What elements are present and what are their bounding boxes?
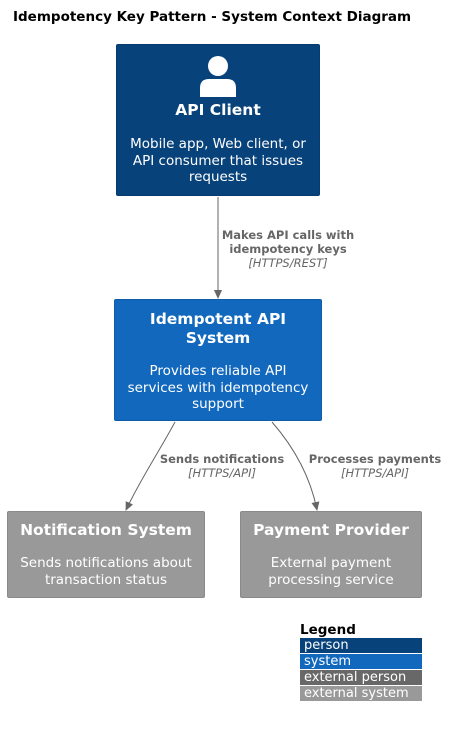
api-client-node[interactable]: API Client Mobile app, Web client, or AP… bbox=[116, 44, 320, 196]
edge-label-api-to-notification: Sends notifications [HTTPS/API] bbox=[159, 452, 285, 480]
legend-title: Legend bbox=[300, 622, 356, 638]
edge-label-api-to-payment: Processes payments [HTTPS/API] bbox=[308, 452, 442, 480]
edge-label-client-to-api: Makes API calls with idempotency keys [H… bbox=[221, 228, 355, 270]
api-system-desc: Provides reliable API services with idem… bbox=[127, 363, 309, 412]
notification-system-desc: Sends notifications about transaction st… bbox=[20, 555, 192, 588]
edge-api-to-notification bbox=[125, 421, 176, 511]
payment-provider-node[interactable]: Payment Provider External payment proces… bbox=[240, 511, 422, 598]
api-system-node[interactable]: Idempotent API System Provides reliable … bbox=[114, 299, 322, 421]
legend: Legend person system external person ext… bbox=[300, 622, 422, 702]
api-client-desc: Mobile app, Web client, or API consumer … bbox=[130, 136, 306, 185]
person-icon bbox=[200, 56, 236, 97]
payment-provider-name: Payment Provider bbox=[253, 521, 409, 539]
notification-system-name: Notification System bbox=[20, 521, 192, 539]
payment-provider-desc: External payment processing service bbox=[268, 555, 394, 588]
api-system-name: Idempotent API System bbox=[149, 310, 287, 347]
legend-item-person: person bbox=[300, 638, 422, 653]
edge-api-to-payment bbox=[271, 421, 320, 511]
api-client-name: API Client bbox=[175, 101, 261, 119]
legend-item-external-system: external system bbox=[300, 686, 422, 701]
legend-item-external-person: external person bbox=[300, 670, 422, 685]
legend-item-system: system bbox=[300, 654, 422, 669]
notification-system-node[interactable]: Notification System Sends notifications … bbox=[7, 511, 205, 598]
diagram-title: Idempotency Key Pattern - System Context… bbox=[13, 9, 412, 25]
